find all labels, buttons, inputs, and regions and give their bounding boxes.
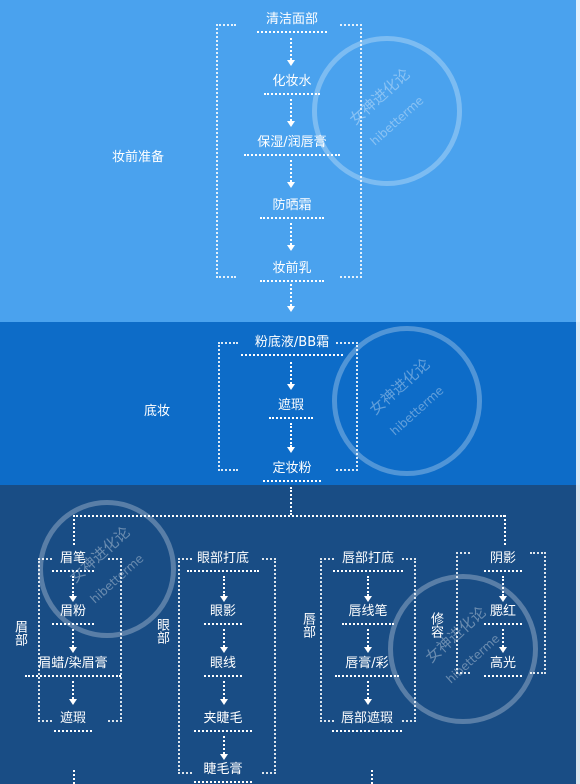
base-arrow-2 <box>287 423 295 453</box>
face-bracket-right <box>530 552 546 674</box>
eye-arrow-2 <box>220 629 228 653</box>
watermark-stamp: 女神进化论 hibetterme <box>312 36 462 186</box>
bottom-stub-right <box>371 770 373 784</box>
prep-bracket-left <box>216 24 236 278</box>
eye-bracket-right <box>262 558 276 774</box>
lip-step-concealer: 唇部遮瑕 <box>332 711 402 732</box>
lip-arrow-2 <box>364 629 372 653</box>
base-label: 底妆 <box>144 404 171 419</box>
eye-step-primer: 眼部打底 <box>187 551 259 572</box>
watermark-stamp: 女神进化论 hibetterme <box>38 500 176 638</box>
prep-step-primer: 妆前乳 <box>260 261 324 282</box>
brow-step-gel: 眉蜡/染眉膏 <box>25 656 121 677</box>
prep-step-sunscreen: 防晒霜 <box>260 198 324 219</box>
lip-step-liner: 唇线笔 <box>342 604 394 625</box>
eye-step-liner: 眼线 <box>204 656 242 677</box>
eye-step-shadow: 眼影 <box>204 604 242 625</box>
base-step-concealer: 遮瑕 <box>269 398 313 419</box>
prep-label: 妆前准备 <box>112 150 165 165</box>
base-bracket-left <box>218 342 238 471</box>
eye-bracket-left <box>178 558 192 774</box>
base-arrow-1 <box>287 362 295 390</box>
brow-arrow-3 <box>69 681 77 705</box>
bottom-stub-left <box>73 770 75 784</box>
watermark-stamp: 女神进化论 hibetterme <box>388 574 538 724</box>
eye-arrow-3 <box>220 681 228 705</box>
brow-step-concealer: 遮瑕 <box>54 711 92 732</box>
branch-stem <box>290 487 292 515</box>
lip-step-lipstick: 唇膏/彩 <box>335 656 399 677</box>
brow-arrow-2 <box>69 629 77 653</box>
eye-arrow-4 <box>220 736 228 760</box>
prep-arrow-2 <box>287 99 295 127</box>
prep-to-base-arrow <box>287 284 295 312</box>
right-edge <box>576 0 580 784</box>
base-step-powder: 定妆粉 <box>263 461 321 482</box>
branch-drop-face <box>504 515 506 545</box>
prep-step-moisturize: 保湿/润唇膏 <box>244 135 340 156</box>
prep-arrow-3 <box>287 160 295 188</box>
eye-label: 眼部 <box>154 618 169 644</box>
prep-step-toner: 化妆水 <box>264 74 320 95</box>
prep-arrow-4 <box>287 223 295 251</box>
eye-step-curl: 夹睫毛 <box>194 711 252 732</box>
base-band <box>0 322 580 485</box>
base-step-foundation: 粉底液/BB霜 <box>241 335 343 356</box>
lip-bracket-left <box>320 558 334 722</box>
eye-step-mascara: 睫毛膏 <box>194 762 252 783</box>
lip-arrow-1 <box>364 576 372 602</box>
prep-step-cleanse: 清洁面部 <box>257 12 327 33</box>
eye-arrow-1 <box>220 576 228 602</box>
lip-label: 唇部 <box>300 612 315 638</box>
prep-arrow-1 <box>287 38 295 66</box>
brow-label: 眉部 <box>12 620 27 646</box>
lip-arrow-3 <box>364 681 372 705</box>
lip-step-primer: 唇部打底 <box>333 551 403 572</box>
branch-bus <box>73 515 505 517</box>
watermark-stamp: 女神进化论 hibetterme <box>332 326 482 476</box>
face-step-contour: 阴影 <box>484 551 522 572</box>
